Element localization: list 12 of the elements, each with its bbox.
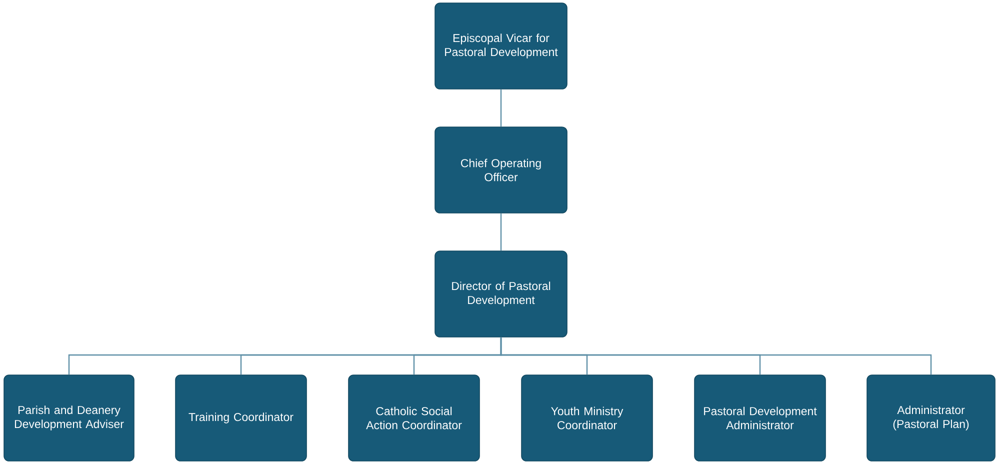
- connector-line: [500, 89, 502, 127]
- role-box: Parish and Deanery Development Adviser: [4, 374, 134, 462]
- role-box: Episcopal Vicar for Pastoral Development: [434, 2, 568, 90]
- role-box: Chief Operating Officer: [434, 126, 568, 214]
- connector-line: [500, 337, 932, 375]
- connector-line: [500, 213, 502, 251]
- role-box: Training Coordinator: [175, 374, 307, 462]
- role-box: Youth Ministry Coordinator: [521, 374, 653, 462]
- role-box: Catholic Social Action Coordinator: [348, 374, 480, 462]
- role-box: Director of Pastoral Development: [434, 250, 568, 338]
- role-box: Administrator (Pastoral Plan): [866, 374, 996, 462]
- role-box: Pastoral Development Administrator: [694, 374, 826, 462]
